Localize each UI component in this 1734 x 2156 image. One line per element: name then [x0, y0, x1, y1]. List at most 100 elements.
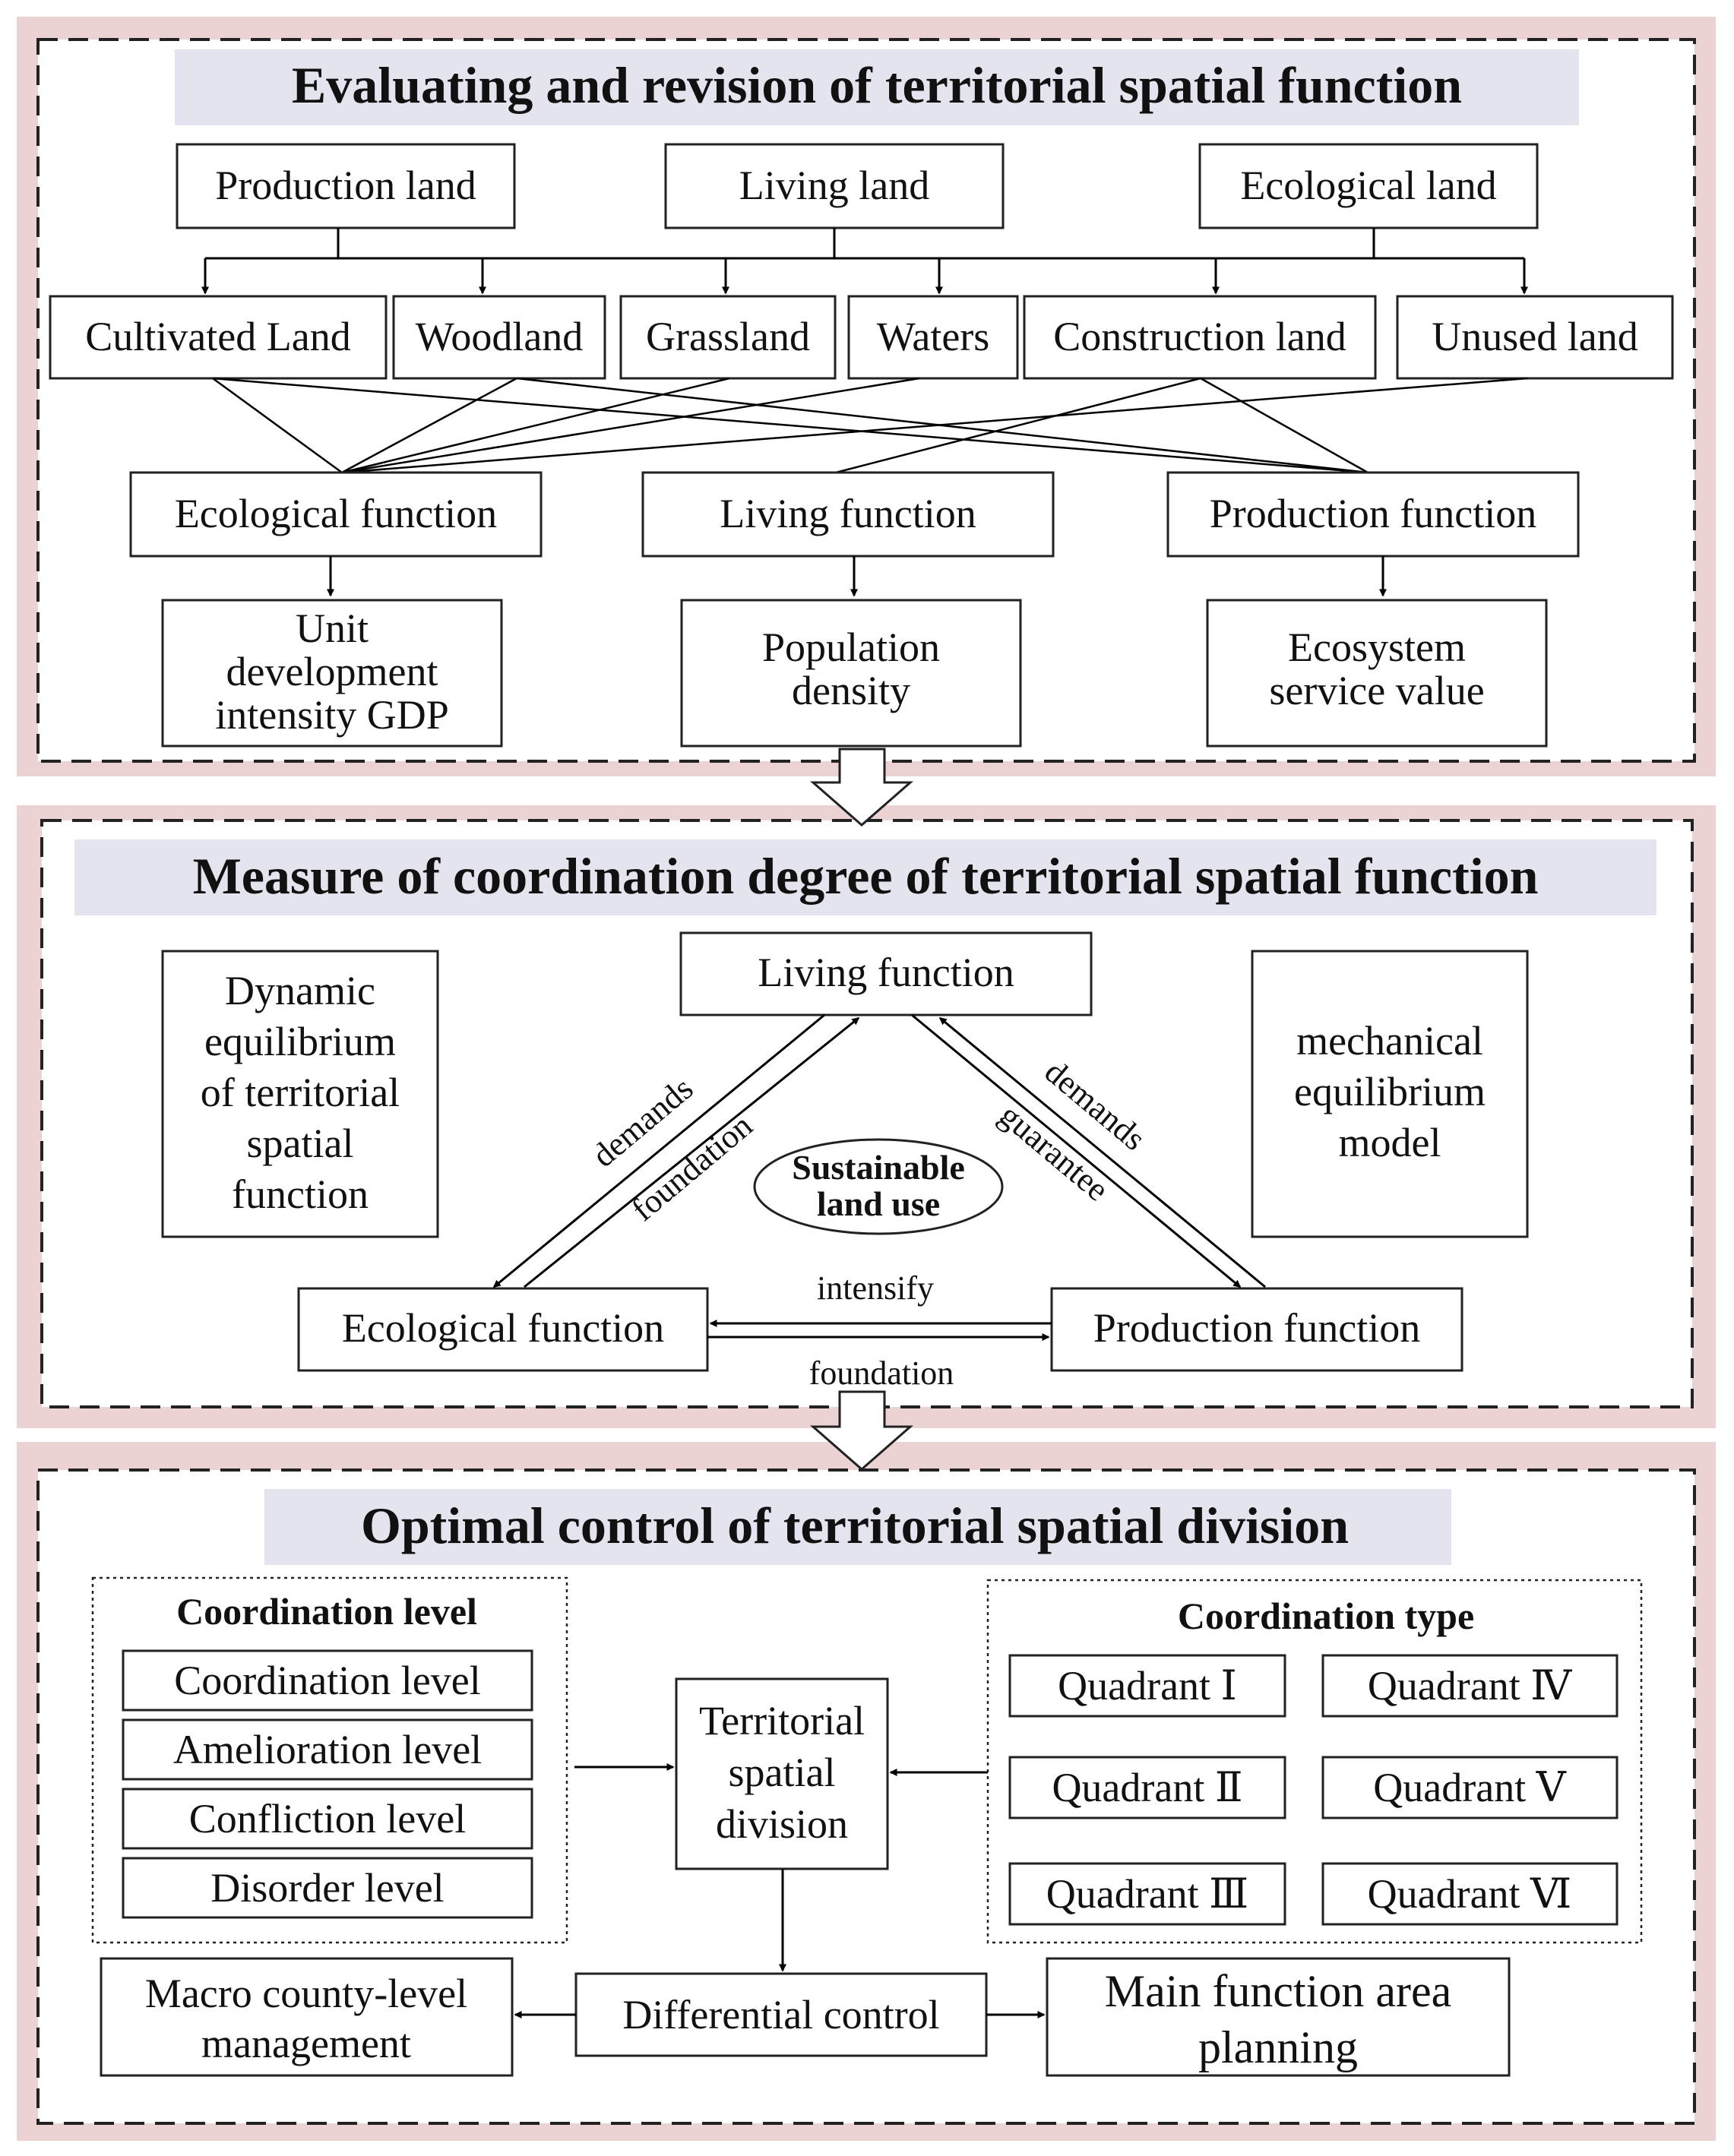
- mechanical-model-line: equilibrium: [1294, 1069, 1486, 1114]
- land-use-label: Waters: [877, 314, 990, 359]
- mechanical-model-line: model: [1339, 1120, 1441, 1165]
- quadrant-box: [1008, 1862, 1286, 1926]
- indicator-gdp-line: intensity GDP: [215, 692, 449, 738]
- land-use-box: [1396, 295, 1674, 380]
- dynamic-equilibrium-box: [161, 950, 439, 1238]
- coordination-level-group-title: Coordination level: [176, 1590, 477, 1633]
- indicator-gdp-line: Unit: [296, 605, 369, 651]
- dynamic-equilibrium-line: of territorial: [201, 1070, 400, 1115]
- land-type-connectors: [201, 228, 1528, 295]
- differential-control-label: Differential control: [622, 1992, 939, 2037]
- mechanical-model-box: [1251, 950, 1529, 1238]
- transition-arrow: [810, 1390, 913, 1471]
- quadrant-label: Quadrant Ⅰ: [1058, 1663, 1237, 1709]
- land-use-label: Woodland: [416, 314, 584, 359]
- ecological-function-node-label: Ecological function: [342, 1305, 664, 1351]
- quadrant-label: Quadrant Ⅵ: [1368, 1871, 1572, 1917]
- living-function-label: Living function: [720, 491, 976, 536]
- section-title: Optimal control of territorial spatial d…: [361, 1497, 1349, 1554]
- level-label: Confliction level: [189, 1796, 466, 1841]
- main-function-planning-line: planning: [1198, 2022, 1358, 2072]
- quadrant-box: [1008, 1654, 1286, 1718]
- living-function-box: [641, 471, 1055, 558]
- sustainable-land-use-line: land use: [817, 1184, 940, 1223]
- quadrant-label: Quadrant Ⅳ: [1368, 1663, 1572, 1709]
- mechanical-model-line: mechanical: [1296, 1018, 1483, 1064]
- production-function-label: Production function: [1210, 491, 1536, 536]
- foundation-bottom-label: foundation: [809, 1355, 954, 1392]
- indicator-arrows: [327, 556, 1387, 597]
- level-box: [122, 1857, 533, 1919]
- production-land-box: [176, 143, 516, 229]
- ecological-land-box: [1198, 143, 1539, 229]
- indicator-population-line: Population: [762, 624, 940, 670]
- living-land-box: [664, 143, 1005, 229]
- living-function-node-label: Living function: [758, 950, 1014, 995]
- level-label: Coordination level: [174, 1658, 480, 1703]
- level-box: [122, 1788, 533, 1850]
- macro-management-line: Macro county-level: [145, 1971, 467, 2016]
- quadrant-box: [1321, 1862, 1619, 1926]
- section-title: Measure of coordination degree of territ…: [193, 847, 1539, 905]
- living-land-label: Living land: [739, 163, 929, 208]
- land-use-box: [619, 295, 837, 380]
- quadrant-box: [1321, 1654, 1619, 1718]
- indicator-ecosystem-box: [1206, 599, 1548, 748]
- dynamic-equilibrium-line: function: [232, 1171, 369, 1217]
- division-arrows: [514, 1763, 1046, 2018]
- title-band: [264, 1489, 1451, 1565]
- sustainable-land-use-ellipse: [753, 1138, 1004, 1235]
- quadrant-box: [1321, 1756, 1619, 1819]
- quadrant-label: Quadrant Ⅱ: [1052, 1765, 1242, 1810]
- land-use-label: Cultivated Land: [85, 314, 350, 359]
- level-label: Amelioration level: [173, 1727, 482, 1772]
- ecological-land-label: Ecological land: [1240, 163, 1496, 208]
- territorial-division-line: Territorial: [699, 1698, 865, 1743]
- section-evaluation: Evaluating and revision of territorial s…: [17, 17, 1716, 776]
- indicator-gdp-box: [161, 599, 503, 748]
- level-box: [122, 1718, 533, 1781]
- production-land-label: Production land: [215, 163, 476, 208]
- indicator-gdp-line: development: [226, 649, 438, 694]
- territorial-division-line: division: [716, 1801, 848, 1847]
- land-use-box: [49, 295, 388, 380]
- dynamic-equilibrium-line: equilibrium: [204, 1019, 396, 1064]
- coordination-type-group-title: Coordination type: [1178, 1595, 1474, 1637]
- differential-control-box: [574, 1972, 988, 2057]
- living-function-node: [679, 931, 1093, 1016]
- production-function-box: [1166, 471, 1580, 558]
- dynamic-equilibrium-line: spatial: [247, 1121, 354, 1166]
- land-use-label: Grassland: [646, 314, 810, 359]
- ecological-function-box: [129, 471, 543, 558]
- land-use-label: Unused land: [1432, 314, 1637, 359]
- indicator-ecosystem-line: Ecosystem: [1288, 624, 1466, 670]
- land-use-function-links: [212, 377, 1528, 474]
- section-optimal-control: Optimal control of territorial spatial d…: [17, 1442, 1716, 2141]
- main-function-planning-line: Main function area: [1105, 1966, 1451, 2016]
- main-function-planning-box: [1046, 1957, 1511, 2077]
- section-coordination-measure: Measure of coordination degree of territ…: [17, 805, 1716, 1428]
- intensify-label: intensify: [817, 1269, 934, 1307]
- indicator-population-box: [680, 599, 1022, 748]
- quadrant-label: Quadrant Ⅲ: [1046, 1871, 1249, 1917]
- section-title: Evaluating and revision of territorial s…: [292, 56, 1462, 114]
- quadrant-box: [1008, 1756, 1286, 1819]
- relation-arrows: [492, 1013, 1266, 1341]
- indicator-population-line: density: [792, 668, 910, 713]
- level-box: [122, 1649, 533, 1712]
- sustainable-land-use-line: Sustainable: [792, 1148, 965, 1187]
- production-function-node-label: Production function: [1093, 1305, 1420, 1351]
- land-use-box: [1023, 295, 1377, 380]
- territorial-division-line: spatial: [729, 1750, 836, 1795]
- ecological-function-label: Ecological function: [175, 491, 497, 536]
- macro-management-line: management: [201, 2021, 411, 2066]
- indicator-ecosystem-line: service value: [1269, 668, 1484, 713]
- transition-arrow: [810, 748, 913, 827]
- quadrant-label: Quadrant Ⅴ: [1373, 1765, 1566, 1810]
- macro-management-box: [100, 1957, 514, 2077]
- level-label: Disorder level: [210, 1865, 444, 1911]
- land-use-box: [392, 295, 606, 380]
- ecological-function-node: [297, 1287, 709, 1372]
- production-function-node: [1050, 1287, 1463, 1372]
